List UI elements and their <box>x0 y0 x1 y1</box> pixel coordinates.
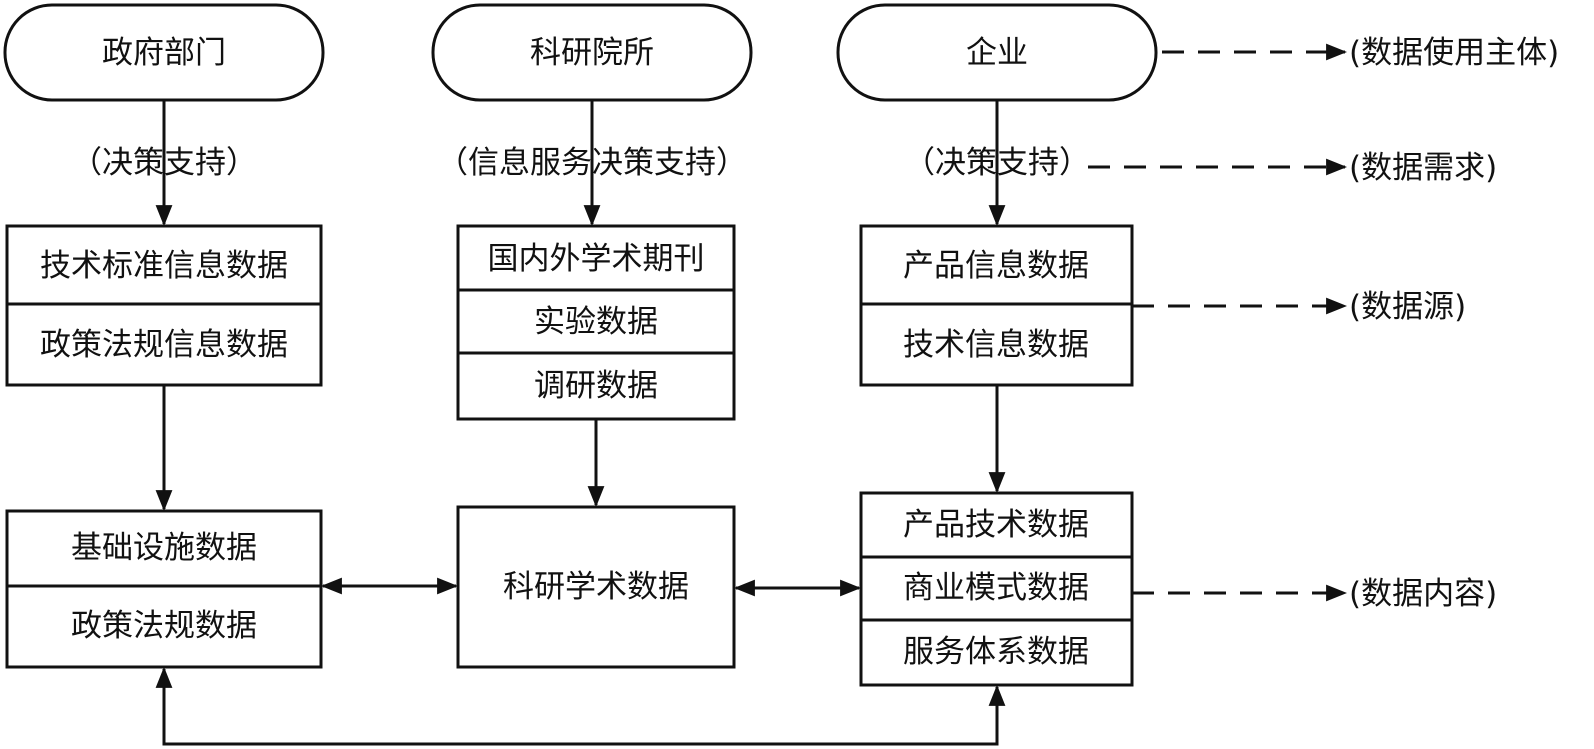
edge-label-research: （信息服务决策支持） <box>437 145 747 181</box>
contents-government: 基础设施数据 政策法规数据 <box>5 509 323 669</box>
content-government-1: 政策法规数据 <box>71 608 257 644</box>
sources-research: 国内外学术期刊 实验数据 调研数据 <box>456 224 736 421</box>
layer-label-content: (数据内容) <box>1349 576 1497 612</box>
layer-label-source: (数据源) <box>1349 289 1466 325</box>
content-enterprise-2: 服务体系数据 <box>903 634 1089 670</box>
actor-government-label: 政府部门 <box>102 35 226 71</box>
source-enterprise-1: 技术信息数据 <box>903 327 1089 363</box>
source-government-1: 政策法规信息数据 <box>40 327 288 363</box>
content-government-0: 基础设施数据 <box>71 530 257 566</box>
layer-label-demand: (数据需求) <box>1349 150 1497 186</box>
contents-enterprise: 产品技术数据 商业模式数据 服务体系数据 <box>859 491 1134 687</box>
sources-enterprise: 产品信息数据 技术信息数据 <box>859 224 1134 387</box>
edge-label-government: （决策支持） <box>71 145 257 181</box>
contents-research: 科研学术数据 <box>456 505 736 669</box>
actor-enterprise-label: 企业 <box>966 35 1028 71</box>
actor-government: 政府部门 <box>3 3 325 102</box>
sources-government: 技术标准信息数据 政策法规信息数据 <box>5 224 323 387</box>
actor-research-label: 科研院所 <box>530 35 654 71</box>
link-government-enterprise <box>155 666 1006 746</box>
content-research-0: 科研学术数据 <box>503 569 689 605</box>
actor-enterprise: 企业 <box>836 3 1158 102</box>
source-research-2: 调研数据 <box>534 368 658 404</box>
actor-research: 科研院所 <box>431 3 753 102</box>
source-government-0: 技术标准信息数据 <box>40 248 288 284</box>
edge-label-enterprise: （决策支持） <box>904 145 1090 181</box>
source-enterprise-0: 产品信息数据 <box>903 248 1089 284</box>
layer-label-users: (数据使用主体) <box>1349 35 1559 71</box>
source-research-1: 实验数据 <box>534 304 658 340</box>
content-enterprise-0: 产品技术数据 <box>903 507 1089 543</box>
source-research-0: 国内外学术期刊 <box>488 241 705 277</box>
content-enterprise-1: 商业模式数据 <box>903 570 1089 606</box>
